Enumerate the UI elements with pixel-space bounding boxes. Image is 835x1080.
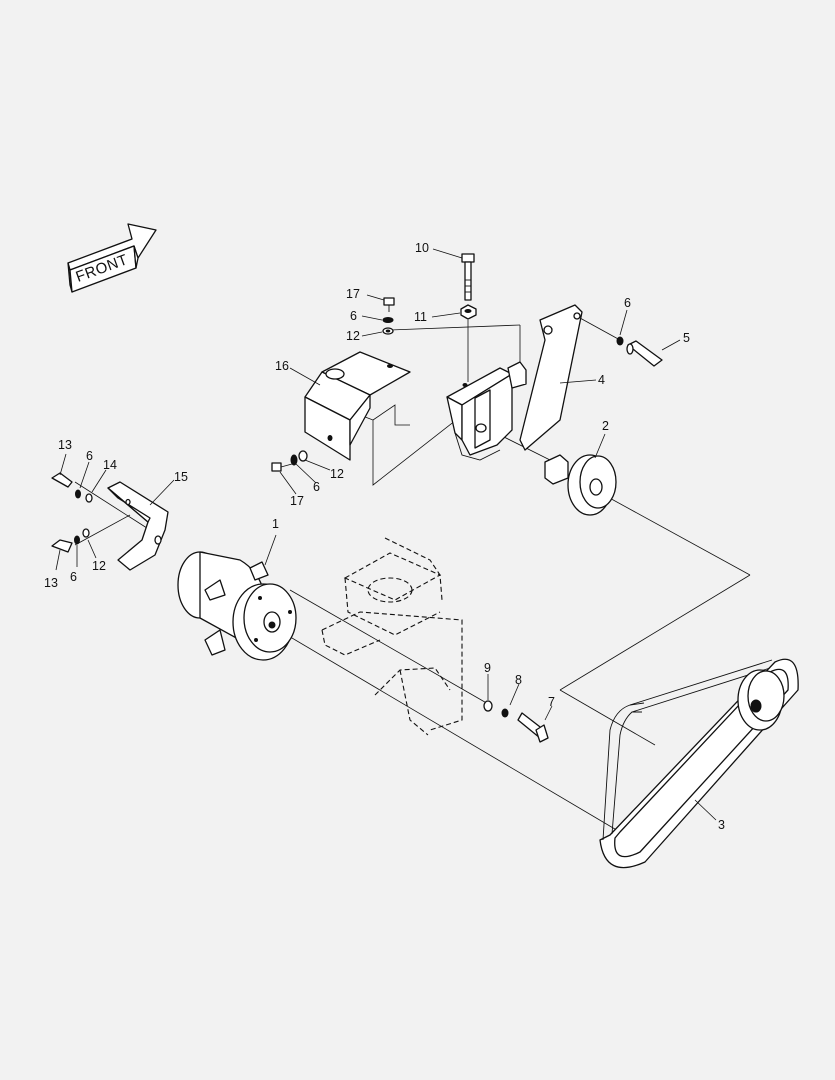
callout-6-upper: 6 xyxy=(350,309,357,323)
callout-6-left-top: 6 xyxy=(86,449,93,463)
callout-15: 15 xyxy=(174,470,188,484)
assembly-lines xyxy=(74,317,751,836)
bracket-part-16 xyxy=(304,351,411,461)
bolt-stack-right xyxy=(483,700,549,743)
callout-10: 10 xyxy=(415,241,429,255)
callout-3: 3 xyxy=(718,818,725,832)
callout-13-bottom: 13 xyxy=(44,576,58,590)
callout-2: 2 xyxy=(602,419,609,433)
callout-leaders xyxy=(55,248,717,821)
compressor-part-1 xyxy=(177,551,297,661)
callout-12-lower: 12 xyxy=(330,467,344,481)
bolt-stack-lower xyxy=(271,450,308,472)
front-arrow: FRONT xyxy=(67,223,157,293)
callout-6-left-bottom: 6 xyxy=(70,570,77,584)
bracket-part-15 xyxy=(107,481,169,571)
engine-bracket-dashed xyxy=(321,537,463,736)
callout-17-lower: 17 xyxy=(290,494,304,508)
callout-13-top: 13 xyxy=(58,438,72,452)
bolt-part-10 xyxy=(461,253,475,301)
callout-6-right: 6 xyxy=(624,296,631,310)
callout-1: 1 xyxy=(272,517,279,531)
idler-bracket-part-4 xyxy=(446,304,583,461)
callout-6-lower: 6 xyxy=(313,480,320,494)
bolt-stack-upper xyxy=(382,297,395,335)
bolt-stack-left xyxy=(51,472,93,553)
bolt-part-5 xyxy=(616,336,663,367)
callout-4: 4 xyxy=(598,373,605,387)
callout-12-left: 12 xyxy=(92,559,106,573)
nut-part-11 xyxy=(460,304,477,320)
callout-7: 7 xyxy=(548,695,555,709)
idler-pulley-part-2 xyxy=(544,454,617,516)
callout-16: 16 xyxy=(275,359,289,373)
callout-8: 8 xyxy=(515,673,522,687)
callout-12-upper: 12 xyxy=(346,329,360,343)
callout-14: 14 xyxy=(103,458,117,472)
drive-belt-part-3 xyxy=(599,658,799,869)
callout-9: 9 xyxy=(484,661,491,675)
callout-numbers: 1 2 3 4 5 6 6 6 6 7 8 9 10 11 12 12 12 1… xyxy=(44,241,725,832)
callout-5: 5 xyxy=(683,331,690,345)
callout-17-upper: 17 xyxy=(346,287,360,301)
callout-11: 11 xyxy=(414,310,427,324)
